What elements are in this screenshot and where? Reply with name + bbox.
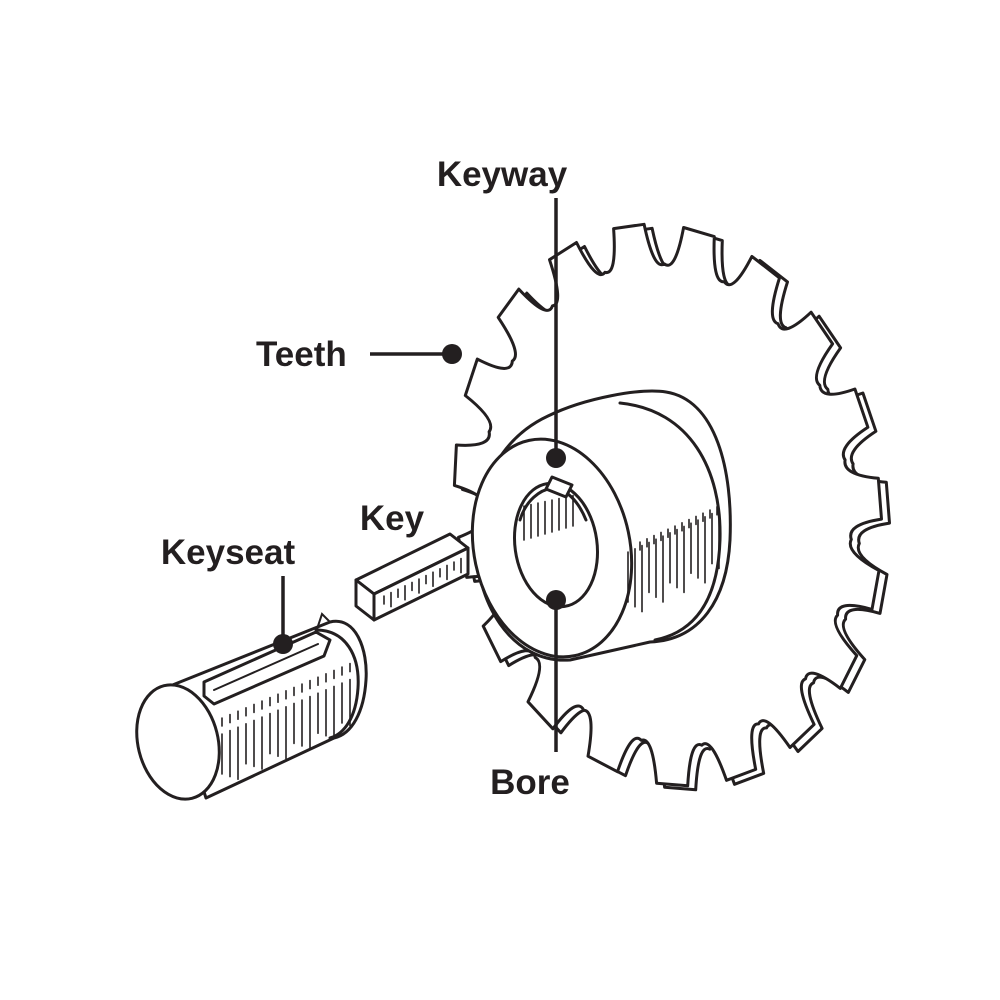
key-callout: Key xyxy=(360,499,425,538)
bore-texture xyxy=(523,494,574,541)
hub-front-face xyxy=(470,437,634,659)
teeth-label: Teeth xyxy=(256,335,347,374)
shaft xyxy=(135,612,368,801)
shaft-end-face xyxy=(135,683,221,801)
hub-back-edge xyxy=(618,401,722,642)
key-label: Key xyxy=(360,499,425,538)
sprocket-hub xyxy=(470,389,732,662)
shaft-back-end xyxy=(314,628,360,740)
shaft-texture xyxy=(221,662,351,781)
bore-dot xyxy=(546,590,566,610)
keyway-label: Keyway xyxy=(437,155,568,194)
keyseat-slot-end xyxy=(315,612,331,633)
key-side-face xyxy=(372,546,470,622)
key xyxy=(354,532,470,622)
hub-texture xyxy=(627,505,720,613)
keyway-dot xyxy=(546,448,566,468)
bore-label: Bore xyxy=(490,763,570,802)
bore-callout: Bore xyxy=(490,590,570,802)
teeth-dot xyxy=(442,344,462,364)
keyseat-callout: Keyseat xyxy=(161,533,296,654)
keyseat-slot-inner xyxy=(213,643,319,691)
keyseat-dot xyxy=(273,634,293,654)
keyway-notch xyxy=(544,475,574,499)
keyseat-label: Keyseat xyxy=(161,533,296,572)
keyway-callout: Keyway xyxy=(437,155,568,468)
key-texture xyxy=(383,557,462,608)
teeth-callout: Teeth xyxy=(256,335,462,374)
